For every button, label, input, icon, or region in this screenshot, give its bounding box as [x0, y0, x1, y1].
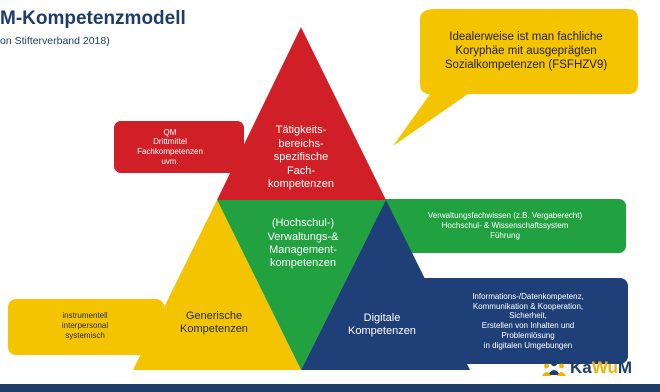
box-line: interpersonal	[61, 321, 109, 331]
label-fachkompetenzen: Tätigkeits- bereichs- spezifische Fach- …	[236, 118, 366, 198]
red-info-box: QM Drittmittel Fachkompetenzen uvm.	[114, 121, 226, 173]
blue-info-box: Informations-/Datenkompetenz, Kommunikat…	[430, 280, 626, 362]
blue-info-box-shape	[408, 278, 628, 364]
box-line: Hochschul- & Wissenschaftssystem	[441, 221, 569, 231]
people-group-icon	[542, 359, 566, 376]
yellow-info-box-shape	[8, 299, 164, 355]
green-info-box-shape	[370, 199, 626, 253]
speech-bubble-text: Idealerweise ist man fachliche Koryphäe …	[420, 22, 632, 80]
logo-part: Ka	[570, 358, 592, 377]
triangle-center-green	[217, 200, 386, 370]
bubble-line: Idealerweise ist man fachliche	[449, 30, 603, 43]
label-line: Kompetenzen	[348, 325, 416, 337]
page-title: M-Kompetenzmodell	[0, 8, 186, 29]
page-subtitle: on Stifterverband 2018)	[0, 35, 110, 47]
bubble-line: Koryphäe mit ausgeprägten	[455, 44, 597, 57]
label-line: Management-	[269, 244, 337, 256]
label-line: bereichs-	[278, 137, 324, 150]
speech-bubble	[393, 9, 638, 146]
label-line: Verwaltungs-&	[267, 230, 339, 243]
label-management: (Hochschul-) Verwaltungs-& Management- k…	[238, 212, 368, 276]
box-line: Problemlösung	[501, 330, 555, 340]
label-line: Generische	[185, 309, 243, 322]
box-line: Erstellen von Inhalten und	[481, 321, 575, 330]
box-line: systemisch	[65, 330, 105, 340]
kawum-logo: KaWuM	[542, 356, 632, 380]
triangle-right-blue	[301, 200, 470, 370]
label-generische: Generische Kompetenzen	[168, 305, 260, 341]
box-line: QM	[163, 127, 177, 137]
label-line: Kompetenzen	[180, 323, 248, 335]
logo-wordmark: KaWuM	[570, 358, 632, 378]
label-line: Fach-	[286, 164, 316, 177]
label-line: spezifische	[273, 151, 329, 164]
box-line: instrumentell	[62, 311, 108, 321]
box-line: Sicherheit,	[509, 311, 547, 321]
logo-part: Wu	[591, 358, 618, 377]
label-digitale: Digitale Kompetenzen	[332, 307, 432, 343]
box-line: Kommunikation & Kooperation,	[472, 301, 584, 311]
green-info-box: Verwaltungsfachwissen (z.B. Vergaberecht…	[386, 201, 624, 251]
bubble-line: Sozialkompetenzen (FSFHZV9)	[444, 59, 608, 71]
box-line: Fachkompetenzen	[137, 147, 203, 156]
label-line: Digitale	[363, 311, 401, 324]
box-line: Informations-/Datenkompetenz,	[472, 291, 584, 301]
box-line: in digitalen Umgebungen	[483, 340, 573, 350]
triangle-left-yellow	[133, 200, 301, 370]
label-line: kompetenzen	[267, 178, 335, 191]
red-info-box-shape	[114, 121, 244, 173]
logo-part: M	[617, 358, 633, 377]
triangle-top-red	[217, 27, 386, 200]
label-line: (Hochschul-)	[271, 217, 335, 230]
box-line: Führung	[490, 230, 520, 240]
box-line: Drittmittel	[153, 137, 187, 147]
bottom-bar	[0, 384, 660, 392]
label-line: kompetenzen	[269, 257, 337, 270]
box-line: uvm.	[161, 156, 179, 166]
yellow-info-box: instrumentell interpersonal systemisch	[12, 300, 158, 352]
label-line: Tätigkeits-	[275, 124, 327, 137]
box-line: Verwaltungsfachwissen (z.B. Vergaberecht…	[427, 211, 583, 221]
